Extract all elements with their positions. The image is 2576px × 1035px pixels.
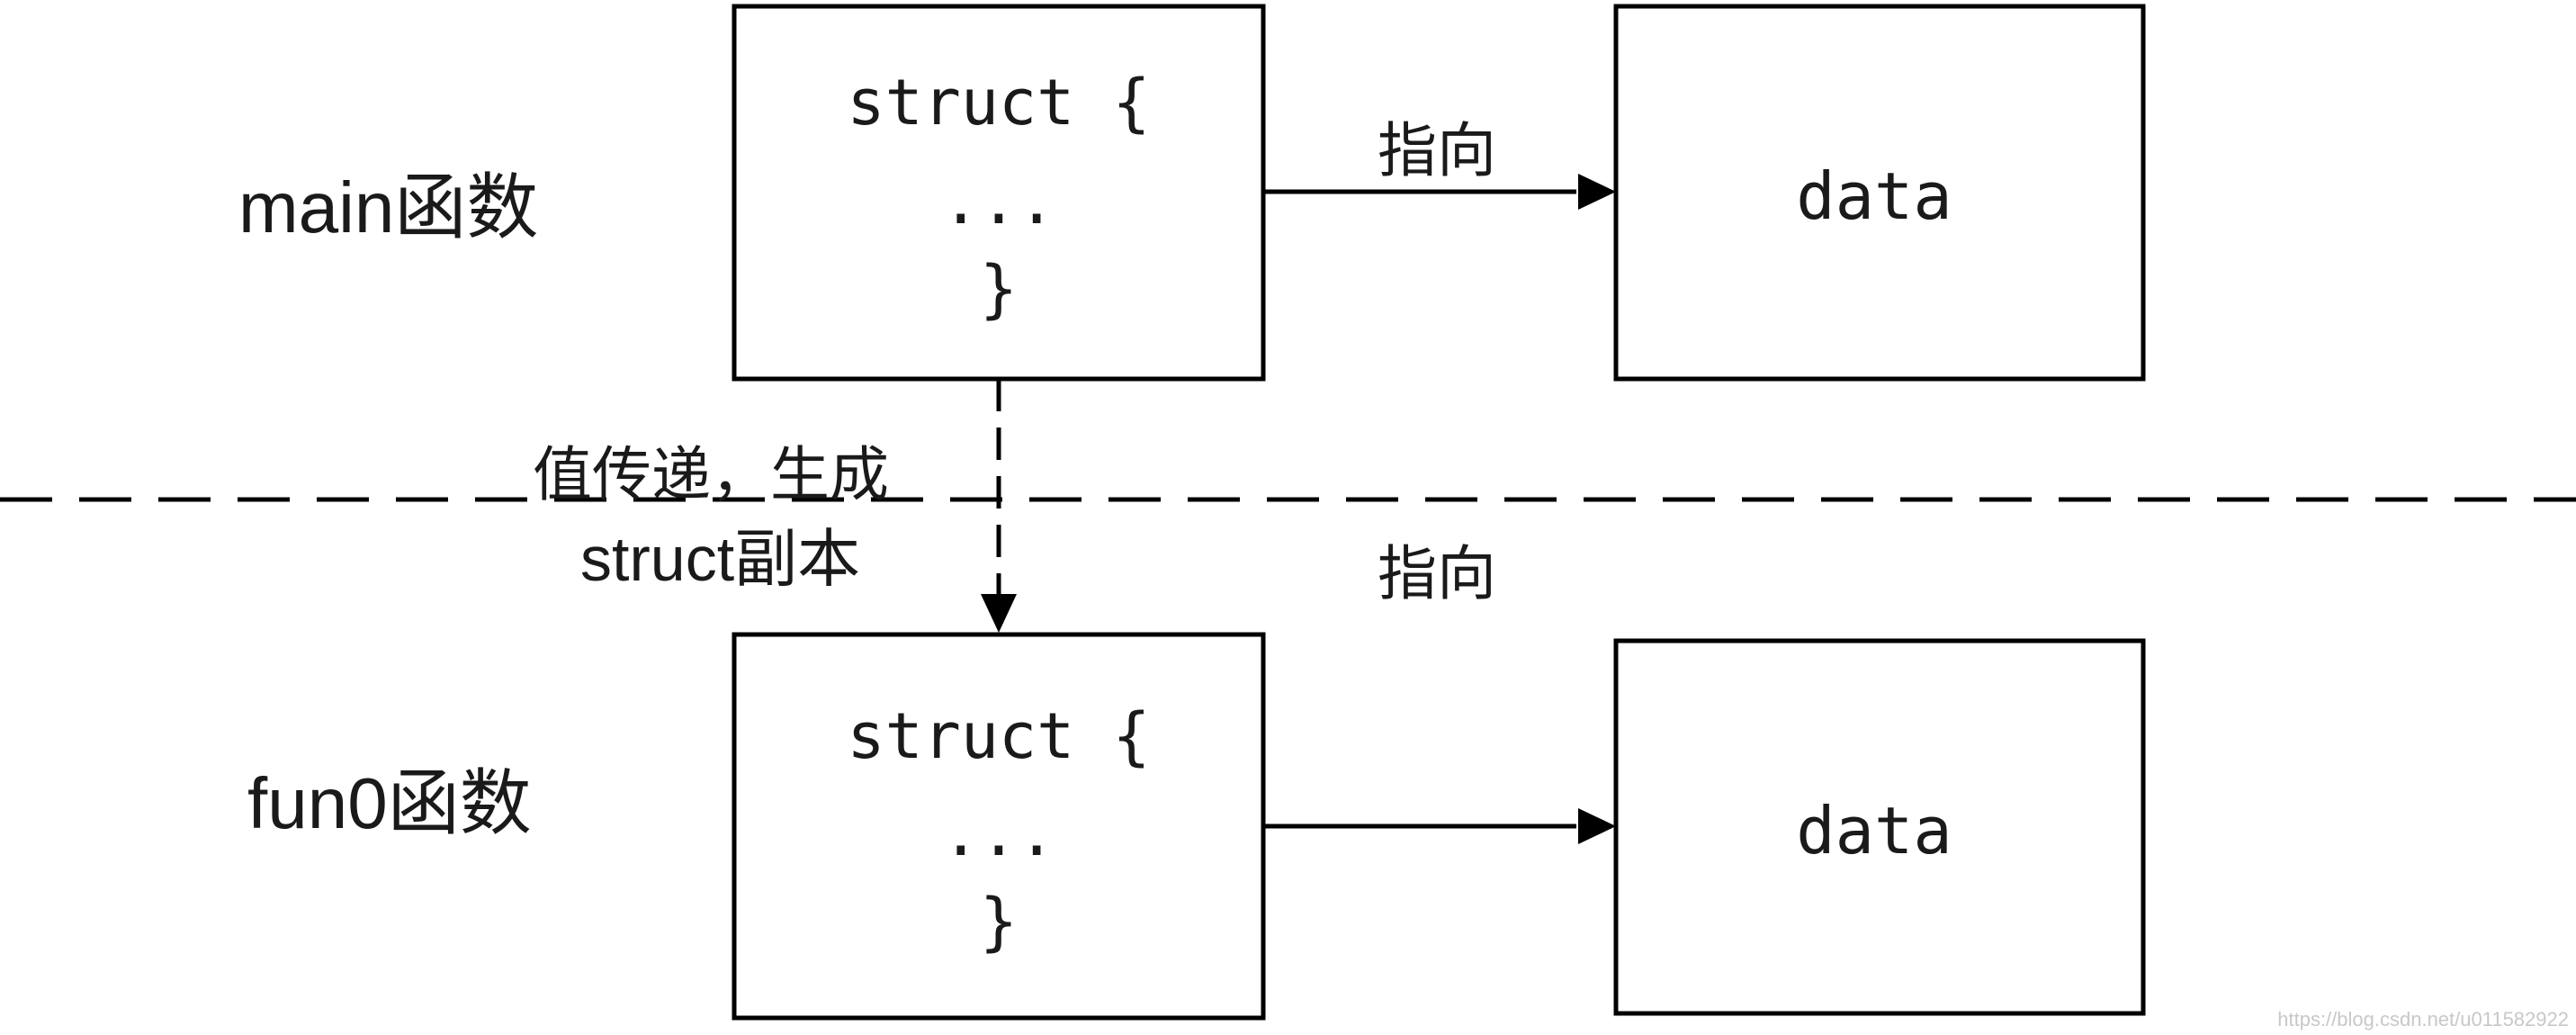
main-data-label: data — [1796, 158, 1952, 234]
main-struct-body: ... — [942, 165, 1055, 238]
fun0-data-label: data — [1796, 793, 1952, 868]
copy-note-line2: struct副本 — [580, 524, 860, 594]
fun0-pointer-arrowhead — [1578, 808, 1616, 844]
fun0-struct-box — [732, 632, 1266, 1021]
watermark-text: https://blog.csdn.net/u011582922 — [2277, 1008, 2569, 1030]
main-pointer-label: 指向 — [1378, 116, 1496, 185]
fun0-struct-open: struct { — [847, 699, 1150, 773]
fun0-pointer-label: 指向 — [1378, 539, 1496, 608]
main-pointer-arrowhead — [1578, 174, 1616, 210]
main-function-label: main函数 — [238, 167, 538, 248]
fun0-data-box — [1613, 638, 2146, 1016]
fun0-function-label: fun0函数 — [247, 763, 532, 843]
main-struct-close: } — [980, 252, 1018, 326]
fun0-struct-body: ... — [942, 796, 1055, 870]
fun0-struct-close: } — [980, 885, 1018, 958]
copy-arrowhead — [981, 594, 1017, 633]
copy-note-line1: 值传递，生成 — [533, 440, 889, 509]
main-data-box — [1613, 4, 2146, 382]
main-struct-open: struct { — [847, 66, 1150, 140]
